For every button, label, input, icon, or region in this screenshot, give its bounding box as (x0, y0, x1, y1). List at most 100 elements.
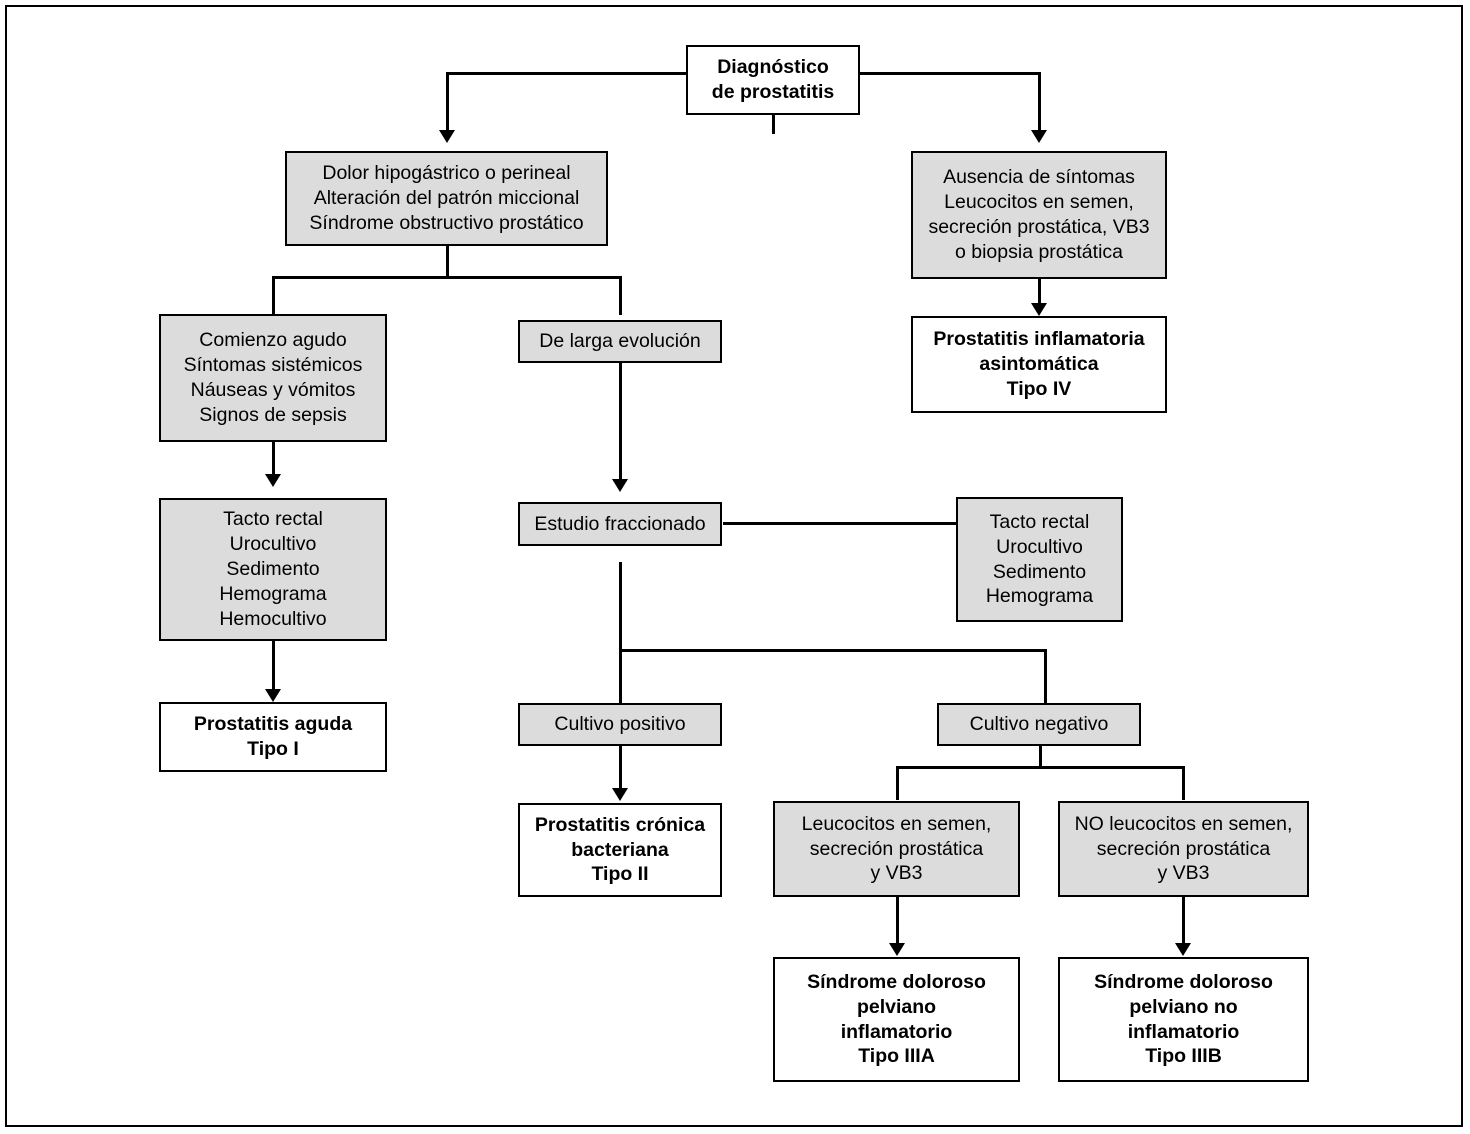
node-tipo3a-line-2: inflamatorio (840, 1020, 953, 1043)
node-tipo4[interactable]: Prostatitis inflamatoria asintomática Ti… (911, 316, 1167, 413)
node-leucocitos-no[interactable]: NO leucocitos en semen, secreción prostá… (1058, 801, 1309, 897)
node-estudio-fraccionado-line-0: Estudio fraccionado (534, 512, 706, 535)
connector-to-cultivo-negativo (1044, 649, 1047, 704)
arrowhead-leucocitos-si-to-tipo3a (889, 943, 905, 956)
connector-leucocitos-si-to-tipo3a (896, 896, 899, 948)
node-agudo[interactable]: Comienzo agudo Síntomas sistémicos Náuse… (159, 314, 387, 442)
node-estudio-fraccionado[interactable]: Estudio fraccionado (518, 502, 722, 546)
node-tipo1-line-1: Tipo I (247, 738, 299, 760)
node-tipo3a-line-0: Síndrome doloroso (807, 970, 986, 993)
connector-cultivo-negativo-stem (1039, 745, 1042, 768)
node-pruebas-cronico-line-2: Sedimento (992, 560, 1087, 583)
node-sintomas-line-2: Síndrome obstructivo prostático (309, 211, 584, 234)
connector-sintomas-stem (446, 245, 449, 278)
arrowhead-root-to-asintomatico (1031, 130, 1047, 143)
node-pruebas-agudo-line-2: Sedimento (226, 558, 320, 581)
arrowhead-leucocitos-no-to-tipo3b (1175, 943, 1191, 956)
connector-root-to-asintomatico (1038, 72, 1041, 131)
connector-estudio-to-pruebas-cronico (723, 522, 957, 525)
connector-to-cultivo-positivo (619, 649, 622, 704)
node-leucocitos-no-line-2: y VB3 (1157, 862, 1210, 885)
diagram-border (5, 5, 1463, 1127)
connector-root-split-bar-right (859, 72, 1040, 75)
node-tipo4-line-2: Tipo IV (1006, 377, 1072, 400)
node-asintomatico-line-2: secreción prostática, VB3 (928, 216, 1150, 238)
arrowhead-cultivo-positivo-to-tipo2 (612, 788, 628, 801)
node-cultivo-positivo[interactable]: Cultivo positivo (518, 703, 722, 746)
connector-leucocitos-split-bar (896, 766, 1184, 769)
node-sintomas[interactable]: Dolor hipogástrico o perineal Alteración… (285, 151, 608, 246)
node-tipo3a-line-3: Tipo IIIA (858, 1045, 935, 1068)
connector-cultivo-split-bar (619, 649, 1047, 652)
node-tipo3a-line-1: pelviano (856, 995, 937, 1018)
connector-leucocitos-no-to-tipo3b (1182, 896, 1185, 948)
node-agudo-line-1: Síntomas sistémicos (183, 354, 363, 377)
connector-pruebas-to-tipo1 (272, 640, 275, 693)
node-pruebas-agudo-line-4: Hemocultivo (219, 607, 327, 630)
node-tipo3b-line-2: inflamatorio (1127, 1020, 1240, 1043)
node-cultivo-positivo-line-0: Cultivo positivo (554, 713, 686, 736)
connector-root-split-bar (447, 72, 690, 75)
node-pruebas-agudo-line-0: Tacto rectal (223, 508, 323, 531)
node-root-line-0: Diagnóstico (717, 56, 829, 79)
arrowhead-asintomatico-to-tipo4 (1031, 303, 1047, 316)
arrowhead-larga-to-estudio (612, 479, 628, 492)
node-sintomas-line-0: Dolor hipogástrico o perineal (322, 162, 571, 185)
node-leucocitos-si[interactable]: Leucocitos en semen, secreción prostátic… (773, 801, 1020, 897)
connector-sintomas-split-bar (272, 276, 621, 279)
node-tipo3b-line-1: pelviano no (1129, 995, 1238, 1018)
connector-root-stem (772, 114, 775, 134)
node-asintomatico-line-0: Ausencia de síntomas (943, 166, 1135, 189)
node-tipo3b[interactable]: Síndrome doloroso pelviano no inflamator… (1058, 957, 1309, 1082)
node-root[interactable]: Diagnóstico de prostatitis (686, 45, 860, 115)
connector-to-leucocitos-si (896, 766, 899, 800)
connector-to-leucocitos-no (1182, 766, 1185, 800)
node-cultivo-negativo-line-0: Cultivo negativo (969, 713, 1109, 736)
arrowhead-root-to-sintomas (439, 130, 455, 143)
node-tipo1-line-0: Prostatitis aguda (193, 713, 353, 736)
arrowhead-pruebas-to-tipo1 (265, 689, 281, 702)
node-tipo3b-line-0: Síndrome doloroso (1094, 970, 1273, 993)
node-leucocitos-no-line-1: secreción prostática (1096, 837, 1271, 860)
connector-asintomatico-to-tipo4 (1038, 278, 1041, 306)
node-cultivo-negativo[interactable]: Cultivo negativo (937, 703, 1141, 746)
connector-agudo-to-pruebas (272, 441, 275, 477)
node-pruebas-cronico-line-3: Hemograma (985, 585, 1094, 608)
connector-larga-to-estudio (619, 363, 622, 482)
node-asintomatico-line-3: o biopsia prostática (954, 240, 1124, 263)
node-tipo3a[interactable]: Síndrome doloroso pelviano inflamatorio … (773, 957, 1020, 1082)
node-root-line-1: de prostatitis (711, 81, 835, 103)
node-tipo2[interactable]: Prostatitis crónica bacteriana Tipo II (518, 803, 722, 897)
connector-sintomas-to-larga (619, 276, 622, 315)
node-leucocitos-si-line-1: secreción prostática (809, 837, 984, 860)
node-pruebas-agudo-line-1: Urocultivo (229, 533, 317, 556)
connector-root-to-sintomas (446, 72, 449, 131)
node-pruebas-agudo[interactable]: Tacto rectal Urocultivo Sedimento Hemogr… (159, 498, 387, 641)
node-tipo4-line-0: Prostatitis inflamatoria (933, 328, 1145, 351)
node-larga-evolucion-line-0: De larga evolución (539, 330, 701, 353)
node-leucocitos-no-line-0: NO leucocitos en semen, (1074, 812, 1293, 835)
node-tipo3b-line-3: Tipo IIIB (1145, 1045, 1222, 1068)
node-agudo-line-0: Comienzo agudo (199, 329, 347, 352)
node-pruebas-cronico-line-1: Urocultivo (996, 535, 1083, 558)
node-tipo4-line-1: asintomática (979, 353, 1099, 376)
connector-sintomas-to-agudo (272, 276, 275, 315)
node-leucocitos-si-line-0: Leucocitos en semen, (801, 812, 992, 835)
arrowhead-agudo-to-pruebas (265, 474, 281, 487)
node-agudo-line-3: Signos de sepsis (199, 403, 347, 426)
node-leucocitos-si-line-2: y VB3 (870, 862, 923, 885)
node-tipo2-line-1: bacteriana (571, 838, 669, 861)
node-sintomas-line-1: Alteración del patrón miccional (313, 187, 580, 210)
node-tipo2-line-0: Prostatitis crónica (534, 813, 706, 836)
node-larga-evolucion[interactable]: De larga evolución (518, 320, 722, 363)
node-tipo2-line-2: Tipo II (591, 863, 649, 886)
node-agudo-line-2: Náuseas y vómitos (190, 379, 356, 401)
connector-cultivo-positivo-to-tipo2 (619, 745, 622, 795)
node-asintomatico-line-1: Leucocitos en semen, (944, 191, 1134, 214)
node-pruebas-cronico[interactable]: Tacto rectal Urocultivo Sedimento Hemogr… (956, 497, 1123, 622)
node-pruebas-cronico-line-0: Tacto rectal (989, 510, 1090, 533)
node-pruebas-agudo-line-3: Hemograma (219, 582, 327, 605)
node-tipo1[interactable]: Prostatitis aguda Tipo I (159, 702, 387, 772)
node-asintomatico[interactable]: Ausencia de síntomas Leucocitos en semen… (911, 151, 1167, 279)
